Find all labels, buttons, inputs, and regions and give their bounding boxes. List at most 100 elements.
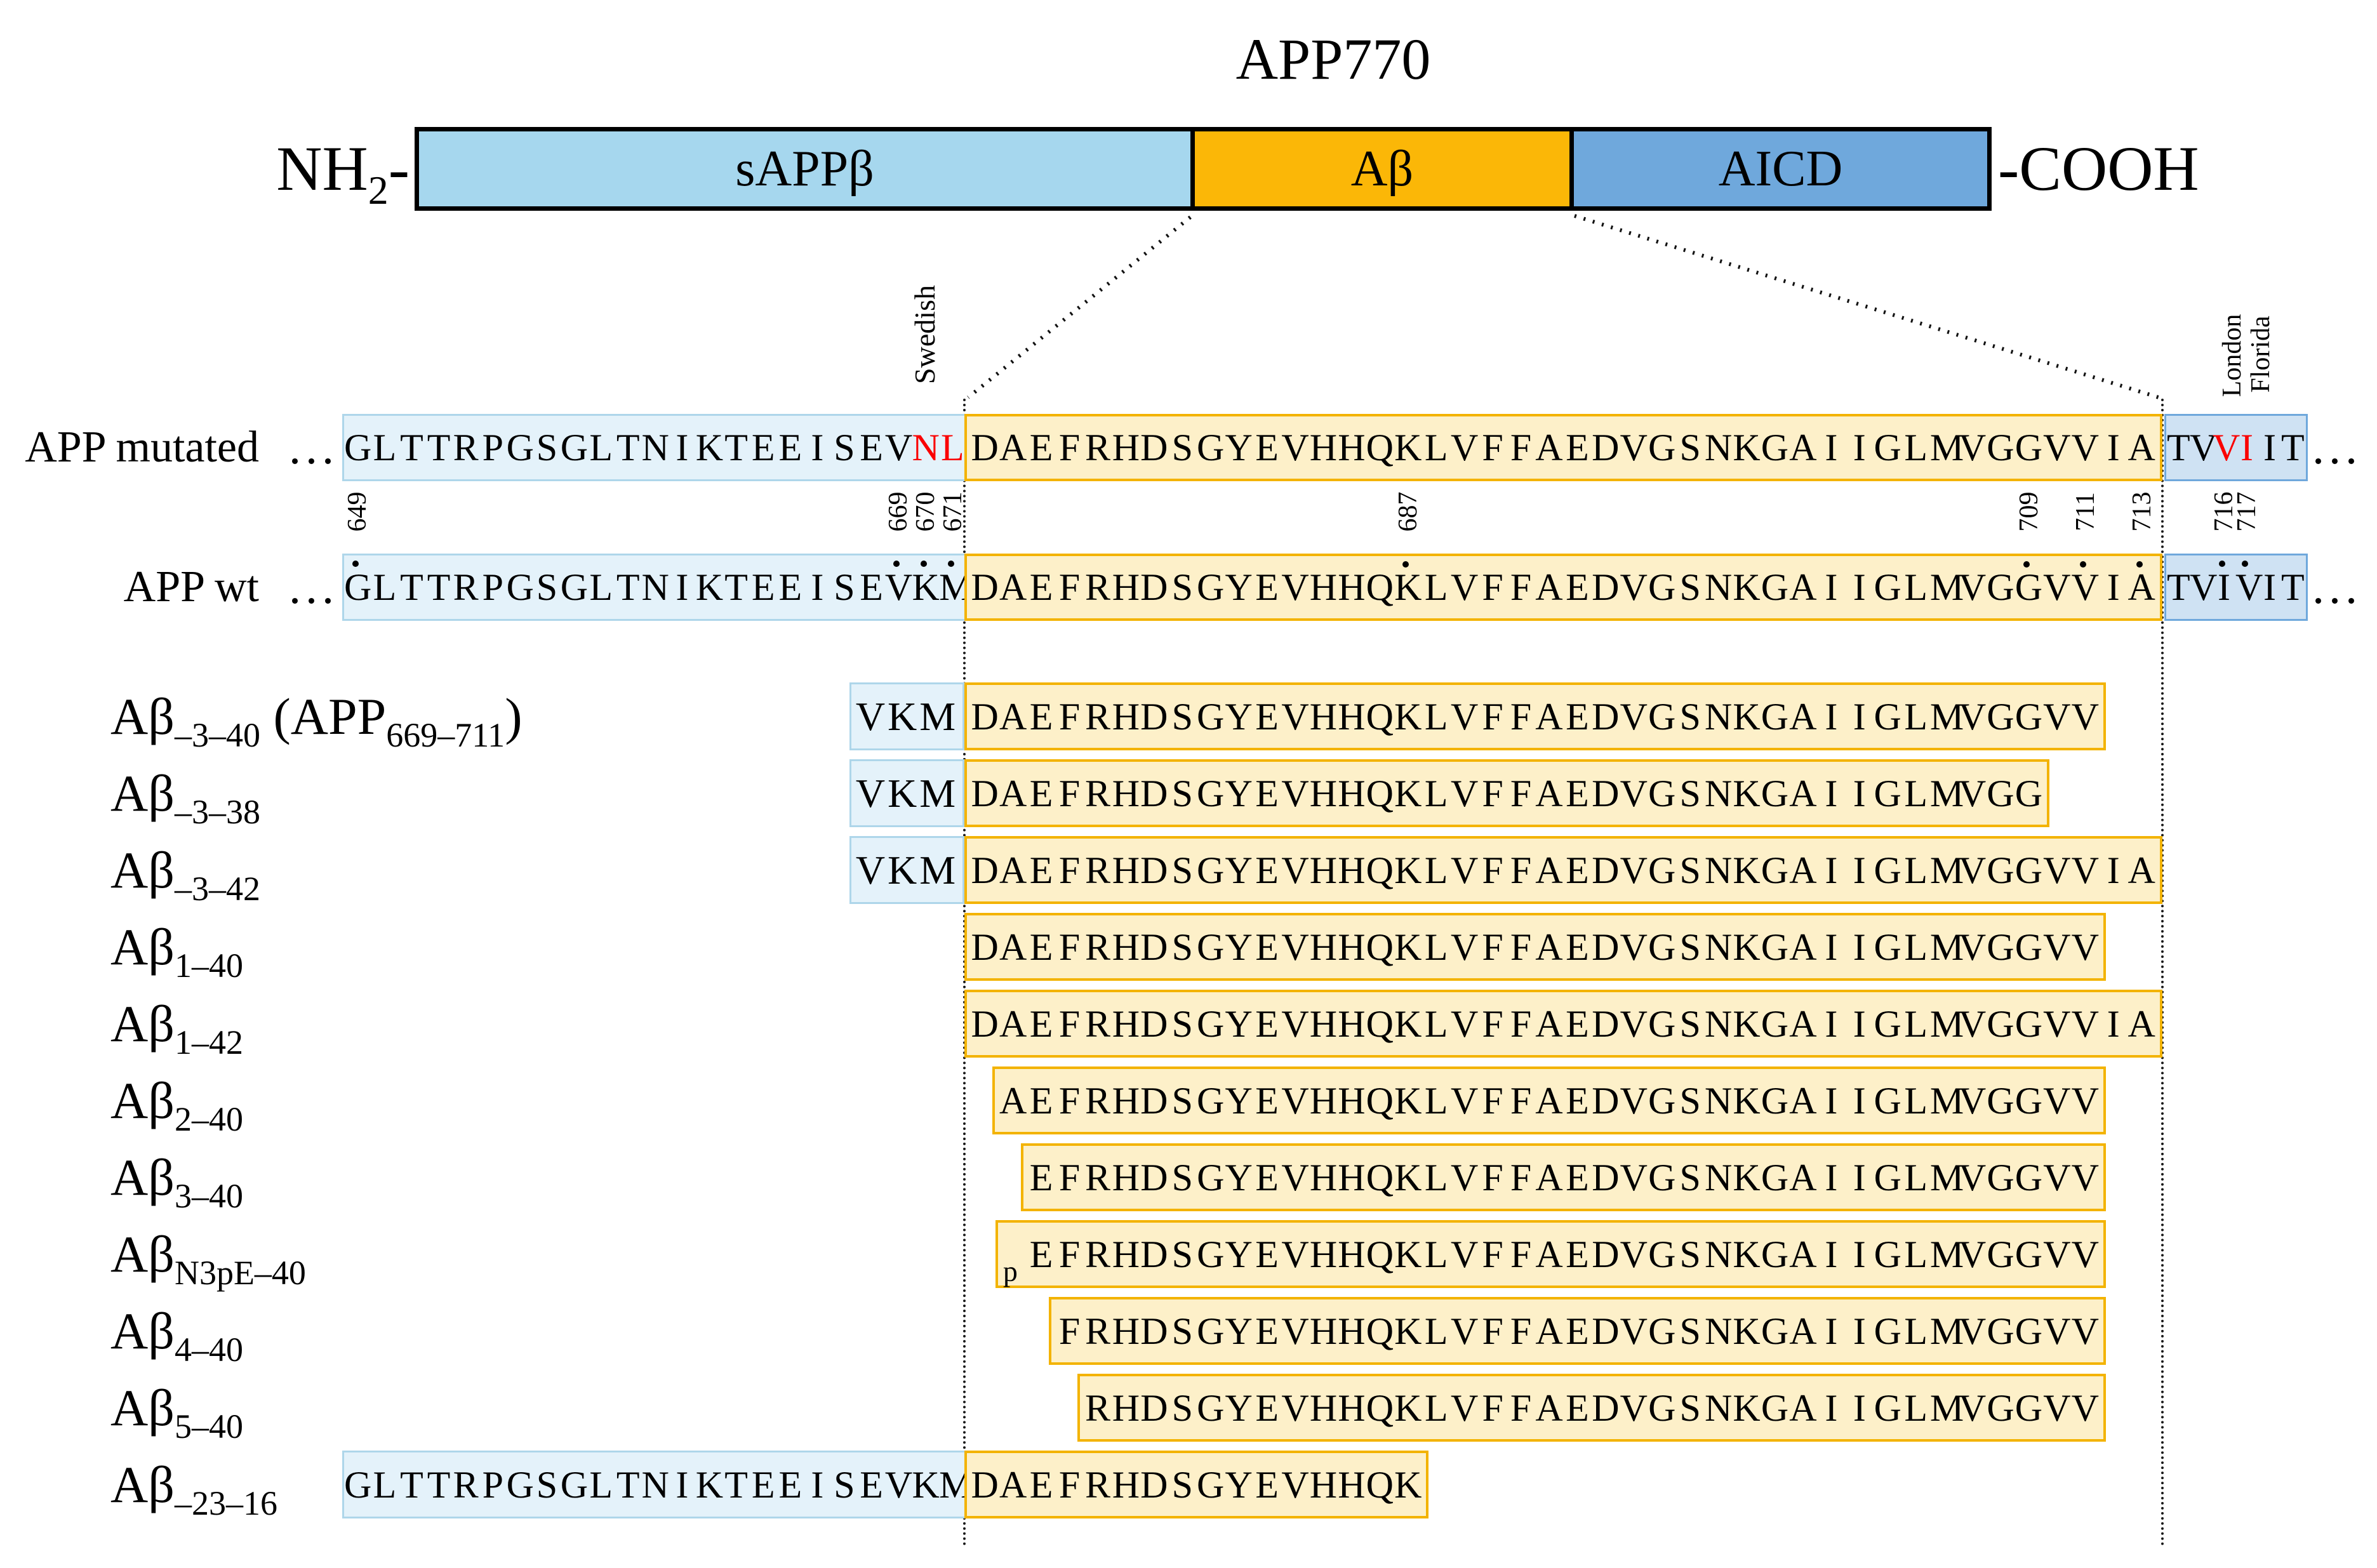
wt-position-dot [2219, 561, 2225, 567]
residue-char: G [1197, 695, 1225, 738]
residue-char: F [1482, 772, 1503, 814]
residue-char: V [1958, 772, 1987, 814]
bar-segment-sappb-label: sAPPβ [735, 140, 874, 197]
residue-char: Q [1366, 926, 1394, 968]
residue-char: V [1281, 1310, 1309, 1352]
app-row-label: APP wt [123, 562, 259, 611]
residue-char: G [1648, 695, 1676, 738]
residue-char: Q [1366, 1386, 1394, 1429]
residue-char: L [1424, 1079, 1448, 1122]
residue-char: S [1171, 1156, 1193, 1199]
residue-char: S [1171, 1463, 1193, 1506]
residue-char: S [1679, 849, 1701, 891]
residue-char: V [2071, 1156, 2099, 1199]
residue-char: K [1394, 566, 1422, 608]
residue-char: E [1029, 772, 1053, 814]
residue-char: K [1394, 695, 1422, 738]
residue-char: I [1853, 566, 1866, 608]
residue-char: A [1535, 427, 1563, 468]
residue-char: V [1451, 1233, 1479, 1275]
residue-char: F [1058, 849, 1081, 891]
residue-char: E [1566, 566, 1589, 608]
residue-char: F [1510, 427, 1532, 468]
residue-char: I [676, 1463, 689, 1506]
residue-char: L [1424, 566, 1448, 608]
residue-char: E [1029, 849, 1053, 891]
residue-char: I [1853, 849, 1866, 891]
sequence-ellipsis: ... [289, 421, 338, 474]
residue-char: I [1825, 1156, 1838, 1199]
residue-char: V [1958, 1310, 1987, 1352]
residue-char: D [971, 1463, 999, 1506]
residue-char: E [1255, 772, 1279, 814]
residue-char: G [1197, 926, 1225, 968]
residue-char: S [834, 1463, 855, 1506]
residue-char: G [1761, 695, 1789, 738]
residue-char: A [1535, 566, 1563, 608]
abeta-label-main: (APP [260, 688, 387, 745]
abeta-label-subscript: –3–40 [174, 716, 260, 754]
residue-char: V [2235, 566, 2263, 608]
residue-char: L [1424, 1156, 1448, 1199]
residue-char: A [1789, 695, 1817, 738]
residue-char: K [1733, 427, 1761, 468]
residue-char: M [1929, 1386, 1964, 1429]
residue-char: A [1789, 1079, 1817, 1122]
wt-position-dot [947, 561, 954, 567]
residue-char: V [1451, 1310, 1479, 1352]
residue-char: H [1309, 772, 1338, 814]
residue-char: A [2127, 427, 2155, 468]
residue-char: R [1084, 1156, 1110, 1199]
residue-char: L [1904, 427, 1928, 468]
residue-char: V [1450, 1002, 1479, 1045]
residue-char: N [641, 1463, 669, 1506]
wt-position-dot [920, 561, 927, 567]
florida-mutation-label: Florida [2246, 316, 2275, 393]
residue-char: G [1197, 427, 1225, 468]
vkm-text: VKM [855, 770, 959, 816]
residue-char: S [1171, 427, 1193, 468]
residue-char: G [1648, 1079, 1676, 1122]
residue-char: A [999, 1079, 1027, 1122]
residue-char: K [1394, 772, 1422, 814]
residue-char: I [811, 1463, 824, 1506]
residue-char: E [1029, 1233, 1053, 1275]
residue-char: V [2071, 1079, 2099, 1122]
residue-char: H [1338, 1233, 1366, 1275]
residue-char: E [1255, 1463, 1279, 1506]
residue-char: V [1281, 849, 1309, 891]
residue-char: T [400, 427, 423, 468]
residue-char: V [2071, 695, 2099, 738]
wt-position-dot [2136, 561, 2143, 568]
residue-char: V [1620, 1310, 1648, 1352]
residue-char: L [1424, 1386, 1448, 1429]
residue-char: V [1450, 849, 1479, 891]
residue-char: G [1648, 1002, 1676, 1045]
residue-char: A [1789, 427, 1817, 468]
residue-char: D [1140, 1463, 1168, 1506]
residue-char: H [1338, 1386, 1366, 1429]
residue-char: F [1510, 695, 1532, 738]
residue-char: G [1197, 566, 1225, 608]
residue-char: E [1029, 427, 1053, 468]
residue-char: V [1958, 427, 1987, 468]
residue-char: H [1112, 1233, 1140, 1275]
residue-char: Y [1225, 1156, 1253, 1199]
residue-char: K [1394, 1079, 1422, 1122]
residue-char: V [2043, 1156, 2071, 1199]
vkm-box: VKM [849, 759, 964, 827]
residue-char: Y [1225, 1233, 1253, 1275]
abeta-label-main: Aβ [110, 1302, 175, 1360]
residue-char: K [1733, 772, 1761, 814]
residue-char: G [1648, 849, 1676, 891]
residue-char: L [373, 427, 397, 468]
